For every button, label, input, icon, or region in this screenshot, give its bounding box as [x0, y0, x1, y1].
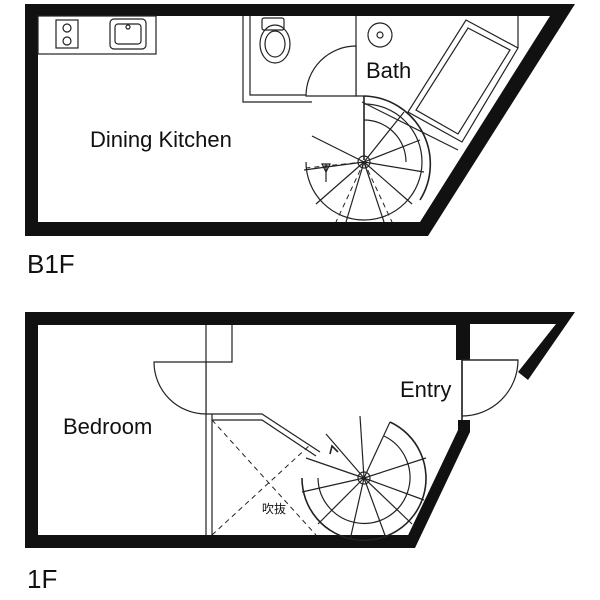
room-label-bath: Bath [366, 58, 411, 83]
f1-spiral-stair[interactable] [301, 415, 427, 542]
kitchen-counter [37, 15, 157, 55]
floor-label-1f: 1F [27, 564, 57, 594]
f1-plan: Bedroom Entry 吹抜 1F [25, 312, 575, 594]
b1f-plan: Dining Kitchen Bath B1F [25, 4, 575, 279]
f1-left-wall [25, 312, 38, 548]
f1-bottom-wall [25, 535, 415, 548]
f1-right-diagonal-wall [402, 420, 470, 548]
wash-basin [367, 22, 393, 48]
b1f-spiral-stair[interactable] [303, 95, 432, 223]
bedroom-partition [205, 325, 321, 535]
room-label-bedroom: Bedroom [63, 414, 152, 439]
f1-entry-outer-wall [470, 312, 575, 380]
b1f-outer-wall [25, 4, 575, 236]
f1-top-wall [25, 312, 470, 325]
bath-door [305, 45, 357, 97]
toilet-fixture [259, 17, 291, 64]
void-area [211, 419, 317, 536]
f1-entry-pillar-top [456, 312, 470, 360]
floor-label-b1f: B1F [27, 249, 75, 279]
room-label-void: 吹抜 [262, 502, 286, 516]
room-label-dining-kitchen: Dining Kitchen [90, 127, 232, 152]
room-label-entry: Entry [400, 377, 451, 402]
bedroom-door[interactable] [153, 361, 207, 415]
entry-door[interactable] [461, 359, 519, 417]
bathtub [407, 16, 519, 143]
